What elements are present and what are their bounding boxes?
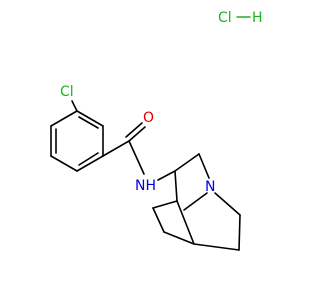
carbonyl-nitrogen-bond [128, 140, 145, 175]
nitrogen-ring-bond [157, 170, 176, 181]
ring-bond-6 [50, 110, 78, 127]
ring-chlorine-label: Cl [60, 84, 74, 100]
ring-double-bond-2 [78, 152, 99, 166]
ring-double-bond-1 [78, 116, 99, 129]
ring-cl-bond [71, 100, 78, 112]
bridgehead-nitrogen-label: N [205, 179, 215, 195]
amide-nitrogen-label: NH [135, 178, 156, 194]
ring-carbonyl-bond [102, 140, 130, 157]
carbonyl-group: O [102, 110, 154, 157]
ring-bond-4 [50, 155, 78, 172]
cage-bond-n-c4 [183, 192, 208, 211]
cage-bond-c3-c2 [174, 153, 200, 172]
benzene-ring [50, 110, 104, 172]
carbonyl-oxygen-label: O [143, 110, 154, 126]
ring-chlorine-group: Cl [60, 84, 78, 112]
carbonyl-double-bond-b [125, 122, 143, 138]
cage-bond-c3-c4 [174, 170, 178, 202]
salt-chlorine-label: Cl [218, 10, 232, 26]
ring-bond-1 [76, 110, 104, 127]
cage-bond-c7-c8 [238, 214, 241, 251]
salt-hydrogen-label: H [252, 10, 263, 26]
ring-bond-3 [76, 155, 104, 172]
cage-bond-bridgehead-c4 [176, 200, 195, 245]
cage-bond-c6-bridgehead [163, 231, 195, 245]
carbonyl-double-bond-a [128, 126, 146, 142]
amide-group: NH [128, 140, 176, 194]
cage-bond-c2-n [198, 153, 210, 179]
chemical-structure: Cl H Cl O NH [50, 10, 263, 251]
hcl-salt: Cl H [218, 10, 263, 26]
cage-bond-c8-n [214, 192, 241, 216]
cage-bond-bridgehead-c7 [193, 243, 240, 251]
quinuclidine-cage: N [152, 153, 241, 251]
cage-bond-c4-c5 [152, 200, 178, 209]
cage-bond-c5-c6 [152, 207, 165, 233]
